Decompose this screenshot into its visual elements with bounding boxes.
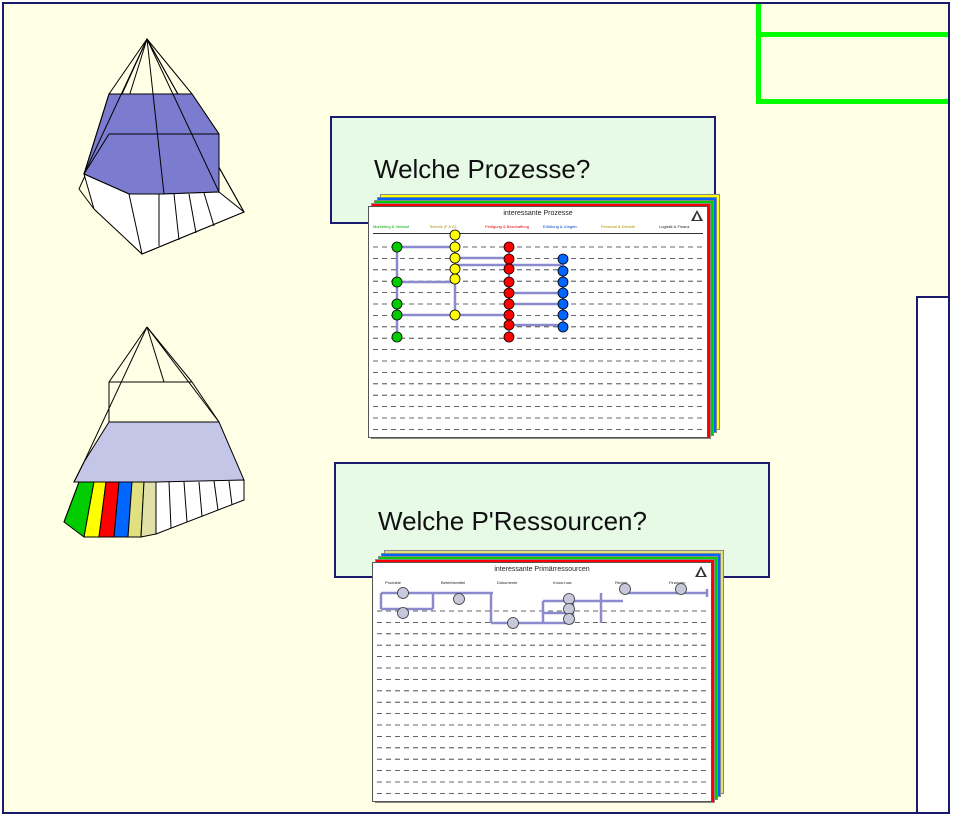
resource-col-1: Produkte xyxy=(385,580,402,585)
resource-col-5: Rechte xyxy=(615,580,628,585)
process-col-5: Personal & Dienste xyxy=(601,224,636,229)
resource-col-2: Betriebsmittel xyxy=(441,580,466,585)
resource-grid xyxy=(377,583,709,794)
process-col-6: Logistik & Finanz xyxy=(659,224,690,229)
resource-col-4: Know-how xyxy=(553,580,572,585)
resource-col-6: Finanzen xyxy=(669,580,686,585)
process-grid xyxy=(373,229,705,430)
pyramid-icon xyxy=(695,566,707,577)
process-col-1: Marketing & Verkauf xyxy=(373,224,410,229)
highlight-box xyxy=(756,4,948,104)
right-panel xyxy=(916,296,948,812)
process-col-4: Erfüllung & Umgeb. xyxy=(543,224,578,229)
resources-question: Welche P'Ressourcen? xyxy=(378,506,647,536)
resource-sheet-stack: interessante Primärressourcen Produkte B… xyxy=(372,550,724,804)
resource-sheet: interessante Primärressourcen Produkte B… xyxy=(372,562,712,802)
process-col-3: Fertigung & Beschaffung xyxy=(485,224,529,229)
processes-question: Welche Prozesse? xyxy=(374,154,591,184)
pyramid-bottom-illustration xyxy=(63,326,245,538)
resource-sheet-title: interessante Primärressourcen xyxy=(494,566,590,573)
process-sheet-stack: interessante Prozesse Marketing & Verkau… xyxy=(368,194,720,440)
process-sheet-title: interessante Prozesse xyxy=(503,210,573,217)
pyramid-icon xyxy=(691,210,703,221)
resource-col-3: Dokumente xyxy=(497,580,518,585)
highlight-line xyxy=(756,32,948,37)
pyramid-top-illustration xyxy=(78,37,245,255)
process-col-2: Technik (F & E) xyxy=(429,224,457,229)
process-sheet: interessante Prozesse Marketing & Verkau… xyxy=(368,206,708,438)
